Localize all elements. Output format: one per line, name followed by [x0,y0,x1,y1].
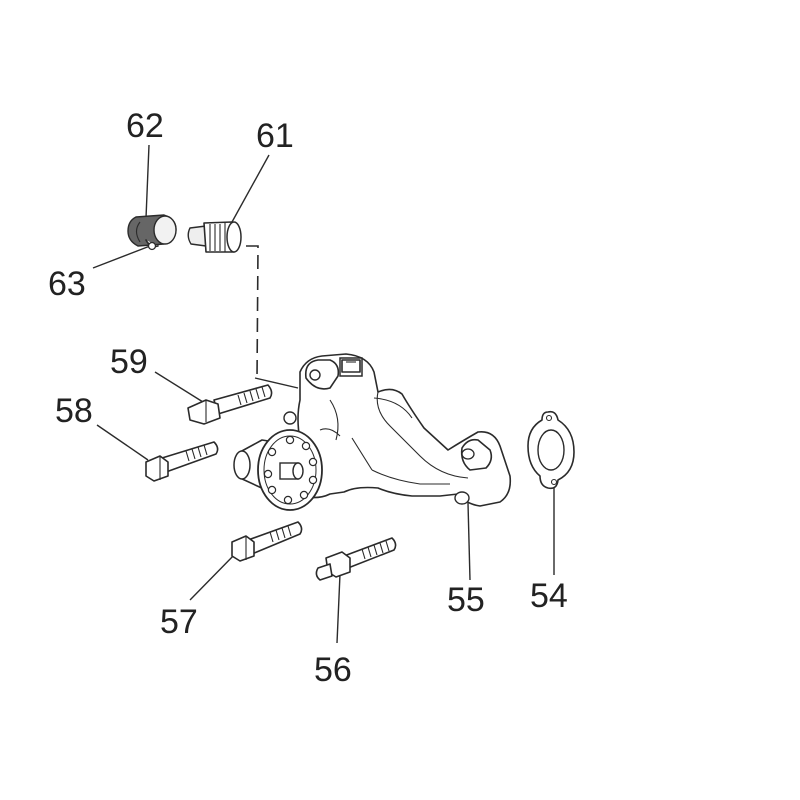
leader-62 [145,144,150,219]
bolt-59 [187,384,273,425]
bolt-57 [231,521,303,562]
callout-54: 54 [530,577,568,615]
leader-57 [189,551,238,601]
leader-63 [92,245,151,269]
gasket-54 [527,410,575,490]
hose-fitting-61 [187,221,242,253]
callout-61: 61 [256,117,294,155]
callout-62: 62 [126,107,164,145]
leader-59 [154,371,204,403]
leader-58 [96,424,149,461]
callout-59: 59 [110,343,148,381]
leader-56 [336,573,341,644]
callout-55: 55 [447,581,485,619]
callout-63: 63 [48,265,86,303]
bolt-58 [145,441,219,482]
hose-cap-62 [127,214,177,247]
leader-55 [467,502,471,581]
callout-56: 56 [314,651,352,689]
leader-pump-inlet [254,377,299,389]
callout-57: 57 [160,603,198,641]
assembly-dashed-line [246,245,259,381]
leader-61 [231,154,270,223]
hose-clamp-63 [145,239,159,251]
stud-56 [315,537,397,581]
water-pump-55 [233,353,512,511]
callout-58: 58 [55,392,93,430]
leader-lines [92,144,555,644]
